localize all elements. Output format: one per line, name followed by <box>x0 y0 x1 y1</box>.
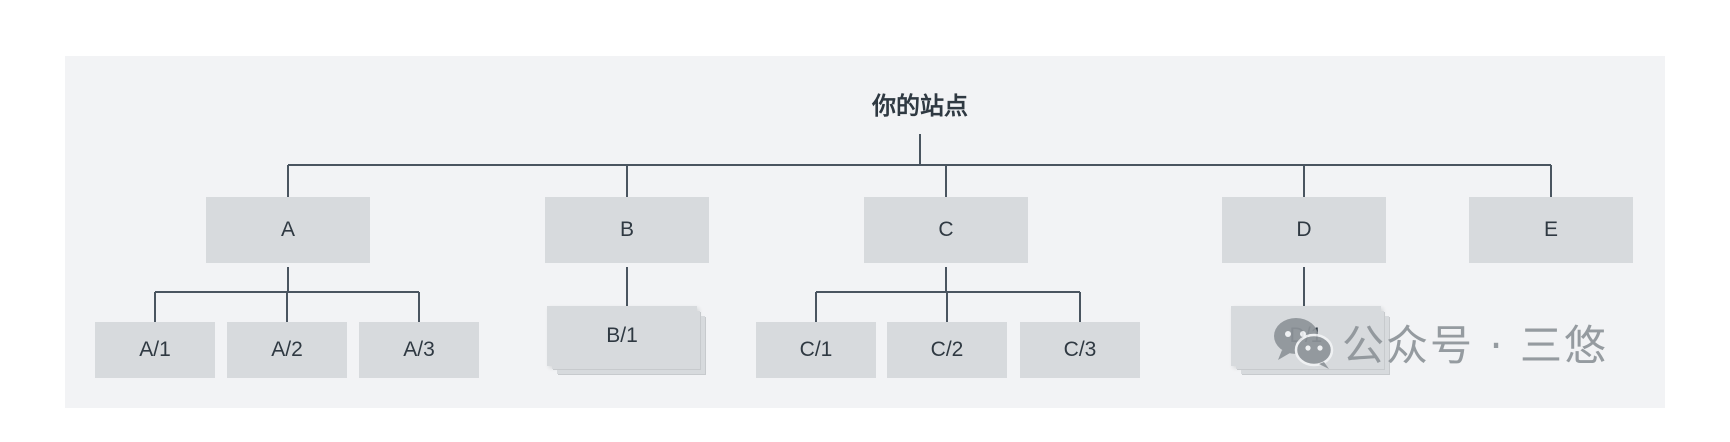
root-node: 你的站点 <box>872 92 968 120</box>
node-a: A <box>206 197 370 263</box>
node-b: B <box>545 197 709 263</box>
node-a-1: A/1 <box>95 322 215 378</box>
node-c: C <box>864 197 1028 263</box>
node-a-3: A/3 <box>359 322 479 378</box>
node-b-1: B/1 <box>547 306 697 366</box>
node-c-1: C/1 <box>756 322 876 378</box>
node-c-3: C/3 <box>1020 322 1140 378</box>
watermark-text: 公众号 · 三悠 <box>1342 320 1609 370</box>
watermark: 公众号 · 三悠 <box>1272 312 1608 372</box>
node-e: E <box>1469 197 1633 263</box>
node-c-2: C/2 <box>887 322 1007 378</box>
node-a-2: A/2 <box>227 322 347 378</box>
wechat-icon <box>1274 318 1334 369</box>
node-d: D <box>1222 197 1386 263</box>
